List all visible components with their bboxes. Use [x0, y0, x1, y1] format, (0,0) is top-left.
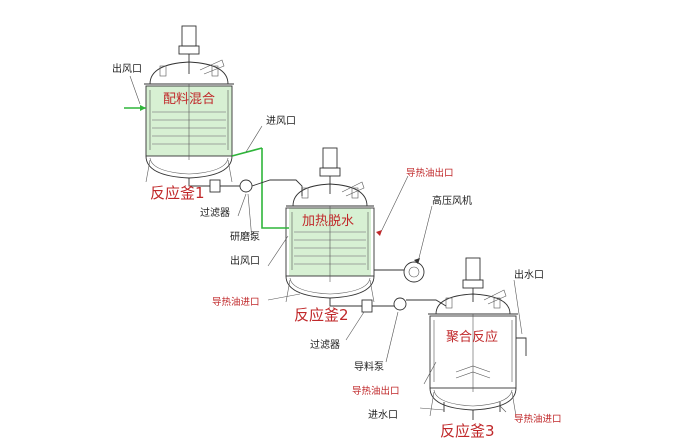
reactor-2-motor	[322, 147, 338, 169]
reactor-1-motor	[181, 25, 197, 47]
label-filter-2: 过滤器	[310, 338, 340, 351]
grinding-pump	[239, 179, 253, 193]
label-transfer-pump: 导料泵	[354, 360, 384, 373]
label-water-outlet: 出水口	[514, 268, 544, 281]
reactor-3	[428, 257, 527, 417]
label-reactor-1: 反应釜1	[150, 184, 205, 202]
label-air-outlet-1: 出风口	[112, 62, 142, 75]
label-tank3-title: 聚合反应	[446, 329, 498, 345]
label-oil-inlet-2: 导热油进口	[212, 296, 260, 308]
label-oil-outlet-3: 导热油出口	[352, 385, 400, 397]
high-pressure-blower	[403, 261, 425, 283]
label-reactor-2: 反应釜2	[294, 306, 349, 324]
reactor-2	[285, 147, 375, 303]
label-tank2-title: 加热脱水	[302, 214, 354, 229]
label-filter-1: 过滤器	[200, 206, 230, 219]
piping	[124, 105, 527, 420]
callout-lines	[129, 75, 523, 413]
reactor-3-motor	[465, 257, 481, 281]
reactor-1	[144, 25, 234, 183]
label-oil-outlet-2: 导热油出口	[406, 167, 454, 179]
label-reactor-3: 反应釜3	[440, 422, 495, 440]
label-oil-inlet-3: 导热油进口	[514, 413, 562, 425]
label-grinding-pump: 研磨泵	[230, 231, 260, 243]
label-water-inlet: 进水口	[368, 409, 398, 421]
label-air-inlet: 进风口	[266, 115, 296, 127]
transfer-pump	[393, 297, 407, 311]
label-blower: 高压风机	[432, 194, 472, 207]
label-tank1-title: 配料混合	[163, 92, 215, 107]
label-air-outlet-2: 出风口	[230, 254, 260, 267]
filter-2	[361, 299, 373, 313]
filter-1	[209, 179, 221, 193]
labels: 出风口 配料混合 进风口 反应釜1 过滤器 研磨泵 出风口 加热脱水 导热油出口…	[112, 62, 562, 440]
